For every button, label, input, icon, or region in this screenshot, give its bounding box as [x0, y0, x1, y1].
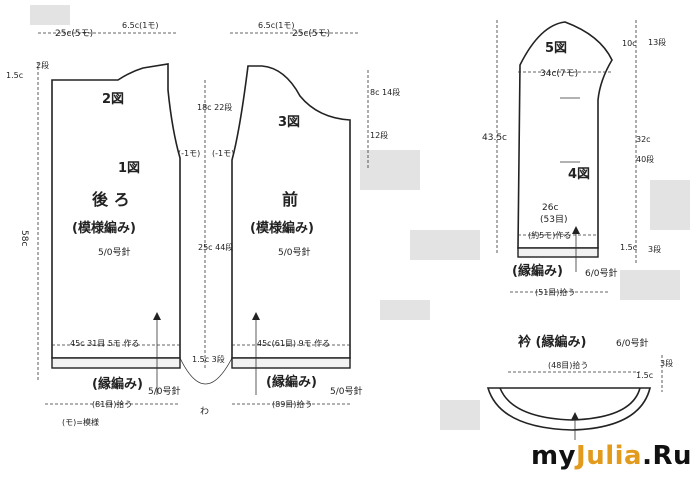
back-hem-band — [51, 357, 181, 369]
collar-inner — [499, 387, 641, 421]
sleeve-bottom-stitches: (53目) — [540, 214, 567, 225]
front-hem-pickup: (89目)拾う — [272, 399, 312, 409]
sleeve-top-width: 34c(7モ) — [540, 69, 578, 79]
site-watermark: myJulia.Ru — [531, 441, 692, 471]
collar-outer — [486, 387, 652, 431]
collar-piece: 衿 (縁編み) 6/0号針 (48目)拾う 1.5c 3段 — [486, 334, 673, 440]
front-pattern: (模様編み) — [250, 220, 314, 236]
collar-title: 衿 (縁編み) — [518, 334, 586, 350]
watermark-accent: Julia — [576, 441, 643, 471]
sleeve-outline — [517, 21, 613, 249]
watermark-suffix: .Ru — [642, 441, 692, 471]
armhole-dec-right: (-1モ) — [212, 149, 234, 158]
back-hem-label: (縁編み) — [92, 376, 143, 392]
back-top-width: 25c(5モ) — [55, 29, 93, 39]
back-shoulder-rows: 2段 — [36, 60, 49, 70]
collar-rows: 3段 — [660, 358, 673, 368]
front-hem-needle: 5/0号針 — [330, 385, 363, 397]
back-hem-needle: 5/0号針 — [148, 385, 181, 397]
side-height: 25c 44段 — [198, 242, 233, 252]
fig-2-label: 2図 — [102, 92, 124, 107]
sleeve-body-rows: 40段 — [636, 154, 654, 164]
sleeve-cuff-pickup: (51目)拾う — [535, 287, 575, 297]
back-cast-on: 45c 31目 5モ 作る — [70, 338, 139, 348]
side-hem: 1.5c 3段 — [192, 354, 225, 364]
sleeve-piece: 5図 34c(7モ) 4図 26c (53目) (約5モ)作る 43.5c 10… — [482, 20, 666, 297]
sleeve-body-height: 32c — [636, 135, 651, 144]
front-hem-band — [231, 357, 351, 369]
armhole-dec-left: (-1モ) — [178, 149, 200, 158]
collar-height: 1.5c — [636, 371, 653, 380]
fig-3-label: 3図 — [278, 115, 300, 130]
front-neck-depth: 8c 14段 — [370, 87, 400, 97]
armhole-height: 18c 22段 — [197, 102, 232, 112]
front-cast-on: 45c(61目) 9モ 作る — [257, 338, 330, 348]
sleeve-bottom-width: 26c — [542, 203, 558, 213]
back-outline — [51, 63, 181, 359]
sleeve-cuff-height: 1.5c — [620, 243, 637, 252]
back-shoulder-drop: 1.5c — [6, 71, 23, 80]
back-needle: 5/0号針 — [98, 246, 131, 258]
back-title: 後 ろ — [92, 190, 130, 209]
front-title: 前 — [282, 190, 298, 209]
fig-4-label: 4図 — [568, 167, 590, 182]
fig-5-label: 5図 — [545, 41, 567, 56]
front-hem-label: (縁編み) — [266, 374, 317, 390]
collar-pickup: (48目)拾う — [548, 360, 588, 370]
back-length: 58c — [19, 230, 29, 246]
front-top-shoulder: 6.5c(1モ) — [258, 21, 294, 30]
front-neck-rows: 12段 — [370, 130, 388, 140]
sleeve-cap-rows: 13段 — [648, 37, 666, 47]
sleeve-cap-height: 10c — [622, 39, 637, 48]
front-piece: 6.5c(1モ) 25c(5モ) 8c 14段 12段 3図 前 (模様編み) … — [230, 21, 400, 409]
sleeve-cuff-rows: 3段 — [648, 244, 661, 254]
back-piece: 25c(5モ) 6.5c(1モ) 1.5c 2段 58c 2図 1図 後 ろ (… — [6, 21, 181, 427]
side-seam: 18c 22段 (-1モ) (-1モ) 25c 44段 1.5c 3段 わ — [178, 80, 234, 417]
fig-1-label: 1図 — [118, 161, 140, 176]
back-hem-pickup: (81目)拾う — [92, 399, 132, 409]
back-pattern: (模様編み) — [72, 220, 136, 236]
fold-mark: わ — [200, 406, 209, 417]
sleeve-bottom-cast: (約5モ)作る — [528, 230, 571, 240]
sleeve-length: 43.5c — [482, 133, 507, 143]
back-legend: (モ)=模様 — [62, 417, 99, 427]
front-outline — [231, 65, 351, 359]
sleeve-cuff-label: (縁編み) — [512, 263, 563, 279]
sleeve-cuff-needle: 6/0号針 — [585, 267, 618, 279]
front-needle: 5/0号針 — [278, 246, 311, 258]
watermark-prefix: my — [530, 441, 577, 471]
front-top-width: 25c(5モ) — [292, 29, 330, 39]
collar-needle: 6/0号針 — [616, 337, 649, 349]
scan-noise — [30, 5, 690, 430]
sleeve-cuff-band — [517, 247, 599, 258]
back-top-shoulder: 6.5c(1モ) — [122, 21, 158, 30]
